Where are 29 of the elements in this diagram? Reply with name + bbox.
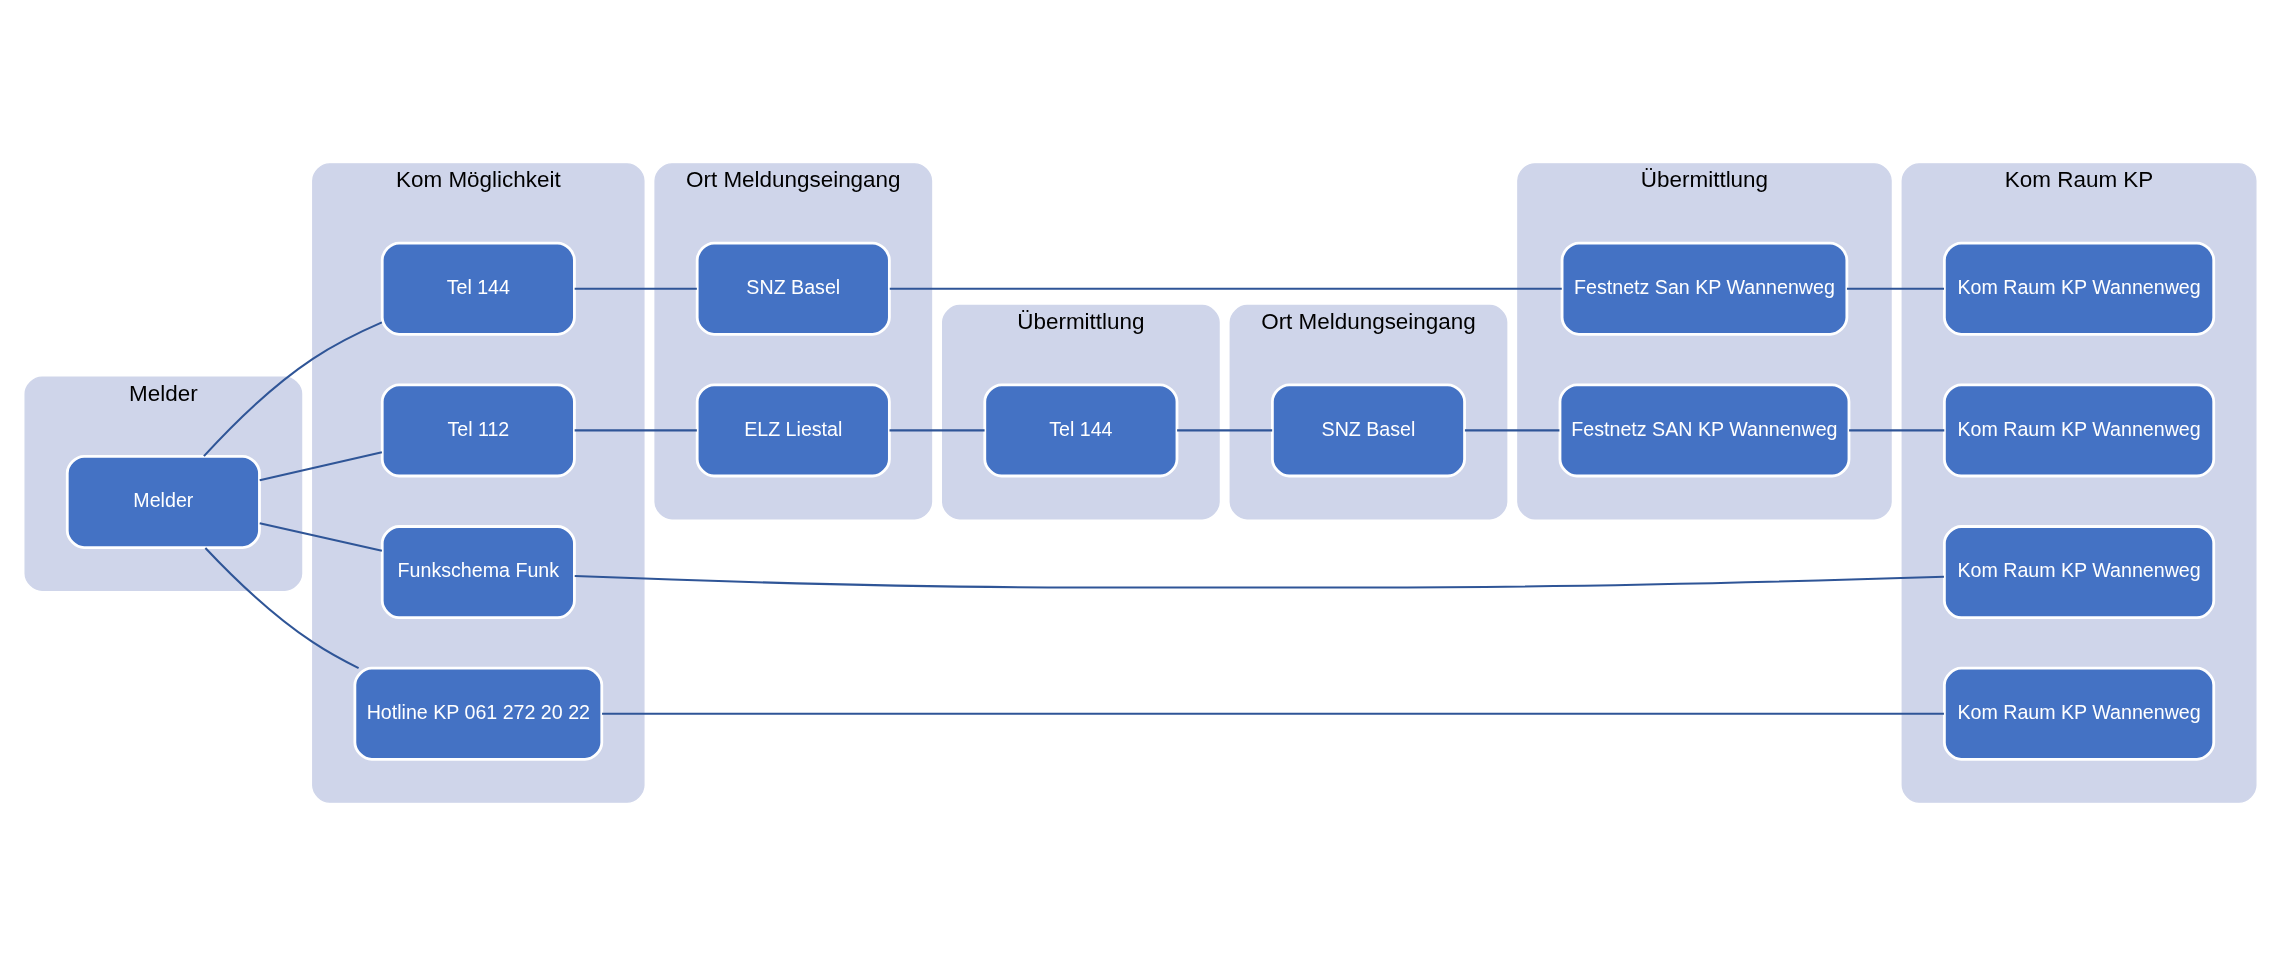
node-box: Kom Raum KP Wannenweg [1942,382,2216,477]
node-box: Kom Raum KP Wannenweg [1942,524,2216,619]
connector [203,320,383,457]
connector [574,428,697,431]
connector [204,546,360,669]
node-box: Festnetz SAN KP Wannenweg [1558,382,1851,477]
node-box: Hotline KP 061 272 20 22 [353,666,604,761]
node-box: Tel 144 [983,382,1179,477]
node-box: SNZ Basel [1270,382,1466,477]
connector [1177,428,1273,431]
node-box: ELZ Liestal [695,382,891,477]
connector [259,521,383,552]
connector [574,574,1944,589]
node-box: Kom Raum KP Wannenweg [1942,666,2216,761]
node-box: Kom Raum KP Wannenweg [1942,241,2216,336]
node-box: Tel 112 [380,382,576,477]
connector [1464,428,1560,431]
connector [602,712,1944,715]
connector [889,428,985,431]
node-box: Tel 144 [380,241,576,336]
node-box: Funkschema Funk [380,524,576,619]
node-box: Festnetz San KP Wannenweg [1560,241,1849,336]
connector [1846,287,1944,290]
node-box: SNZ Basel [695,241,891,336]
connector [1849,428,1945,431]
connector [574,287,697,290]
connector [259,450,383,481]
node-box: Melder [65,454,261,549]
connector [889,287,1562,290]
